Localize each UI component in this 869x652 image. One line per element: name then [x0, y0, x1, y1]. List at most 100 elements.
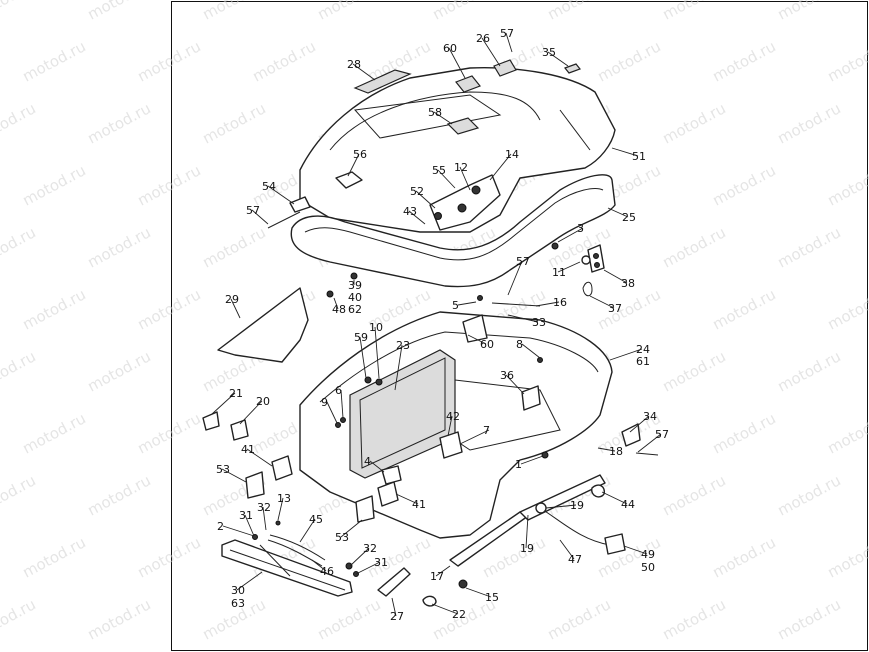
leader-line-c55: [437, 169, 456, 189]
bracket-27: [377, 567, 411, 597]
watermark-text: motod.ru: [660, 223, 729, 271]
leader-line-c9: [326, 401, 338, 424]
part-callout-c2: 2: [217, 520, 224, 533]
part-callout-c52: 52: [410, 185, 424, 198]
watermark-text: motod.ru: [200, 99, 269, 147]
leader-line-c53b: [340, 519, 363, 538]
watermark-text: motod.ru: [595, 285, 664, 333]
watermark-text: motod.ru: [660, 0, 729, 24]
leader-line-c14: [489, 153, 512, 181]
watermark-text: motod.ru: [825, 161, 869, 209]
leader-line-c31b: [355, 561, 381, 575]
watermark-text: motod.ru: [710, 409, 779, 457]
watermark-text: motod.ru: [20, 285, 89, 333]
leader-line-c60b: [467, 334, 487, 345]
part-callout-c14: 14: [505, 148, 519, 161]
leader-line-c41b: [395, 493, 419, 505]
leader-line-c26: [481, 37, 501, 67]
part-callout-c15: 15: [485, 591, 499, 604]
watermark-text: motod.ru: [660, 99, 729, 147]
leader-line-c34: [629, 415, 650, 433]
leader-line-c31a: [244, 514, 255, 537]
leader-line-c8: [521, 343, 541, 359]
part-callout-c60a: 60: [443, 42, 457, 55]
part-callout-c35: 35: [542, 46, 556, 59]
part-callout-c24: 24: [636, 343, 650, 356]
leader-line-c17: [435, 565, 451, 577]
watermark-text: motod.ru: [710, 285, 779, 333]
mount-bracket-42: [439, 431, 463, 459]
part-callout-c18: 18: [609, 445, 623, 458]
leader-line-c38: [603, 269, 628, 284]
lower-parts: [221, 242, 659, 607]
part-callout-c41a: 41: [241, 443, 255, 456]
watermark-text: motod.ru: [0, 347, 39, 395]
part-callout-c19a: 19: [570, 499, 584, 512]
leader-line-c3: [557, 227, 584, 243]
watermark-text: motod.ru: [775, 99, 844, 147]
part-callout-c26: 26: [476, 32, 490, 45]
part-callout-c40: 40: [348, 291, 362, 304]
leader-line-c36: [505, 374, 525, 395]
bracket-53a: [245, 471, 265, 499]
leader-line-c43: [408, 210, 426, 225]
part-callout-c55: 55: [432, 164, 446, 177]
leader-line-c41a: [246, 448, 273, 467]
leader-line-c60a: [448, 47, 466, 79]
part-callout-c61: 61: [636, 355, 650, 368]
part-callout-c53a: 53: [216, 463, 230, 476]
latch-bracket-36: [521, 385, 541, 411]
part-callout-c41b: 41: [412, 498, 426, 511]
part-callout-c10: 10: [369, 321, 383, 334]
watermark-text: motod.ru: [0, 595, 39, 643]
leader-line-c28: [352, 63, 376, 81]
watermark-text: motod.ru: [200, 223, 269, 271]
part-callout-c20: 20: [256, 395, 270, 408]
leader-line-c11: [557, 261, 581, 273]
part-callout-c32b: 32: [363, 542, 377, 555]
leader-line-c16: [535, 301, 560, 307]
leader-line-c23: [394, 344, 403, 391]
watermark-text: motod.ru: [545, 595, 614, 643]
leader-line-c52: [415, 190, 436, 209]
leader-line-c56: [347, 153, 360, 177]
watermark-text: motod.ru: [710, 37, 779, 85]
leader-line-c54: [267, 185, 295, 205]
part-callout-c43: 43: [403, 205, 417, 218]
tail-light-lens: [221, 539, 353, 597]
mount-bracket-41a: [271, 455, 293, 481]
watermark-text: motod.ru: [710, 533, 779, 581]
clip-21: [202, 411, 220, 431]
part-callout-c33: 33: [532, 316, 546, 329]
watermark-text: motod.ru: [85, 471, 154, 519]
small-badge: [564, 63, 581, 74]
part-callout-c34: 34: [643, 410, 657, 423]
part-callout-c29: 29: [225, 293, 239, 306]
watermark-text: motod.ru: [20, 409, 89, 457]
watermark-text: motod.ru: [200, 0, 269, 24]
leader-line-c51: [611, 147, 639, 157]
part-callout-c4: 4: [364, 455, 371, 468]
watermark-text: motod.ru: [20, 533, 89, 581]
leader-line-c19b: [525, 514, 529, 549]
leader-line-c2: [222, 525, 255, 537]
part-callout-c37: 37: [608, 302, 622, 315]
watermark-text: motod.ru: [0, 471, 39, 519]
leader-line-c48: [333, 297, 339, 310]
leader-line-c57b: [251, 209, 269, 225]
lid-assembly: [267, 59, 616, 288]
leader-line-c24: [609, 348, 643, 361]
watermark-text: motod.ru: [660, 347, 729, 395]
part-callout-c17: 17: [430, 570, 444, 583]
part-callout-c28: 28: [347, 58, 361, 71]
trunk-liner: [217, 287, 309, 363]
part-callout-c46: 46: [320, 565, 334, 578]
watermark-text: motod.ru: [250, 37, 319, 85]
watermark-text: motod.ru: [85, 99, 154, 147]
leader-line-c45: [299, 518, 316, 543]
watermark-text: motod.ru: [135, 37, 204, 85]
part-callout-c60b: 60: [480, 338, 494, 351]
leader-line-c35: [547, 51, 569, 67]
